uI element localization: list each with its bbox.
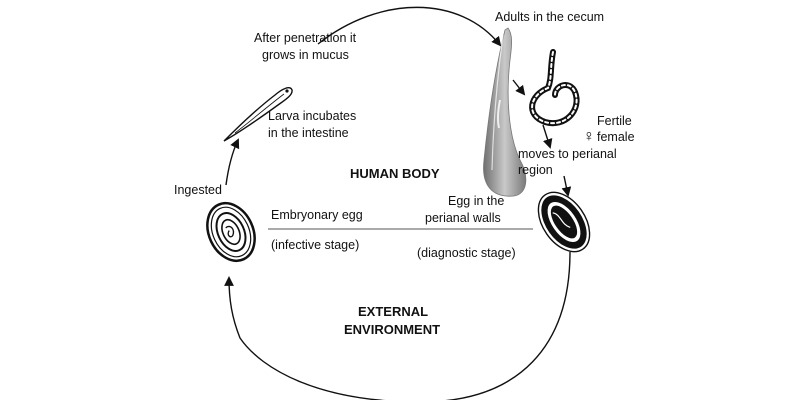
cycle-arrow-external [224,251,571,400]
male-worm [529,49,580,127]
label-infective-stage: (infective stage) [271,238,359,252]
label-penetration-line1: After penetration it [254,31,357,45]
label-fertile: Fertile [597,114,632,128]
female-symbol: ♀ [583,128,595,145]
arrow-female-to-perianal [561,175,572,197]
label-larva-line2: in the intestine [268,126,349,140]
label-environment: ENVIRONMENT [344,322,440,337]
label-diagnostic-stage: (diagnostic stage) [417,246,516,260]
label-female: female [597,130,635,144]
label-moves-line2: region [518,163,553,177]
label-perianal-egg-line2: perianal walls [425,211,501,225]
label-larva-line1: Larva incubates [268,109,356,123]
label-human-body: HUMAN BODY [350,166,440,181]
label-embryonary-egg: Embryonary egg [271,208,363,222]
larva [223,87,293,142]
label-adults-in-cecum: Adults in the cecum [495,10,604,24]
label-perianal-egg-line1: Egg in the [448,194,504,208]
label-penetration-line2: grows in mucus [262,48,349,62]
adult-worm [483,27,527,197]
label-external: EXTERNAL [358,304,428,319]
cycle-arrow-to-larva [225,138,240,186]
label-ingested: Ingested [174,183,222,197]
arrow-adults-to-male [512,79,526,96]
cycle-arrow-to-cecum [317,6,502,47]
perianal-egg [537,191,591,253]
label-moves-line1: moves to perianal [518,147,617,161]
arrow-male-to-female [542,124,553,149]
embryonary-egg [206,202,256,262]
